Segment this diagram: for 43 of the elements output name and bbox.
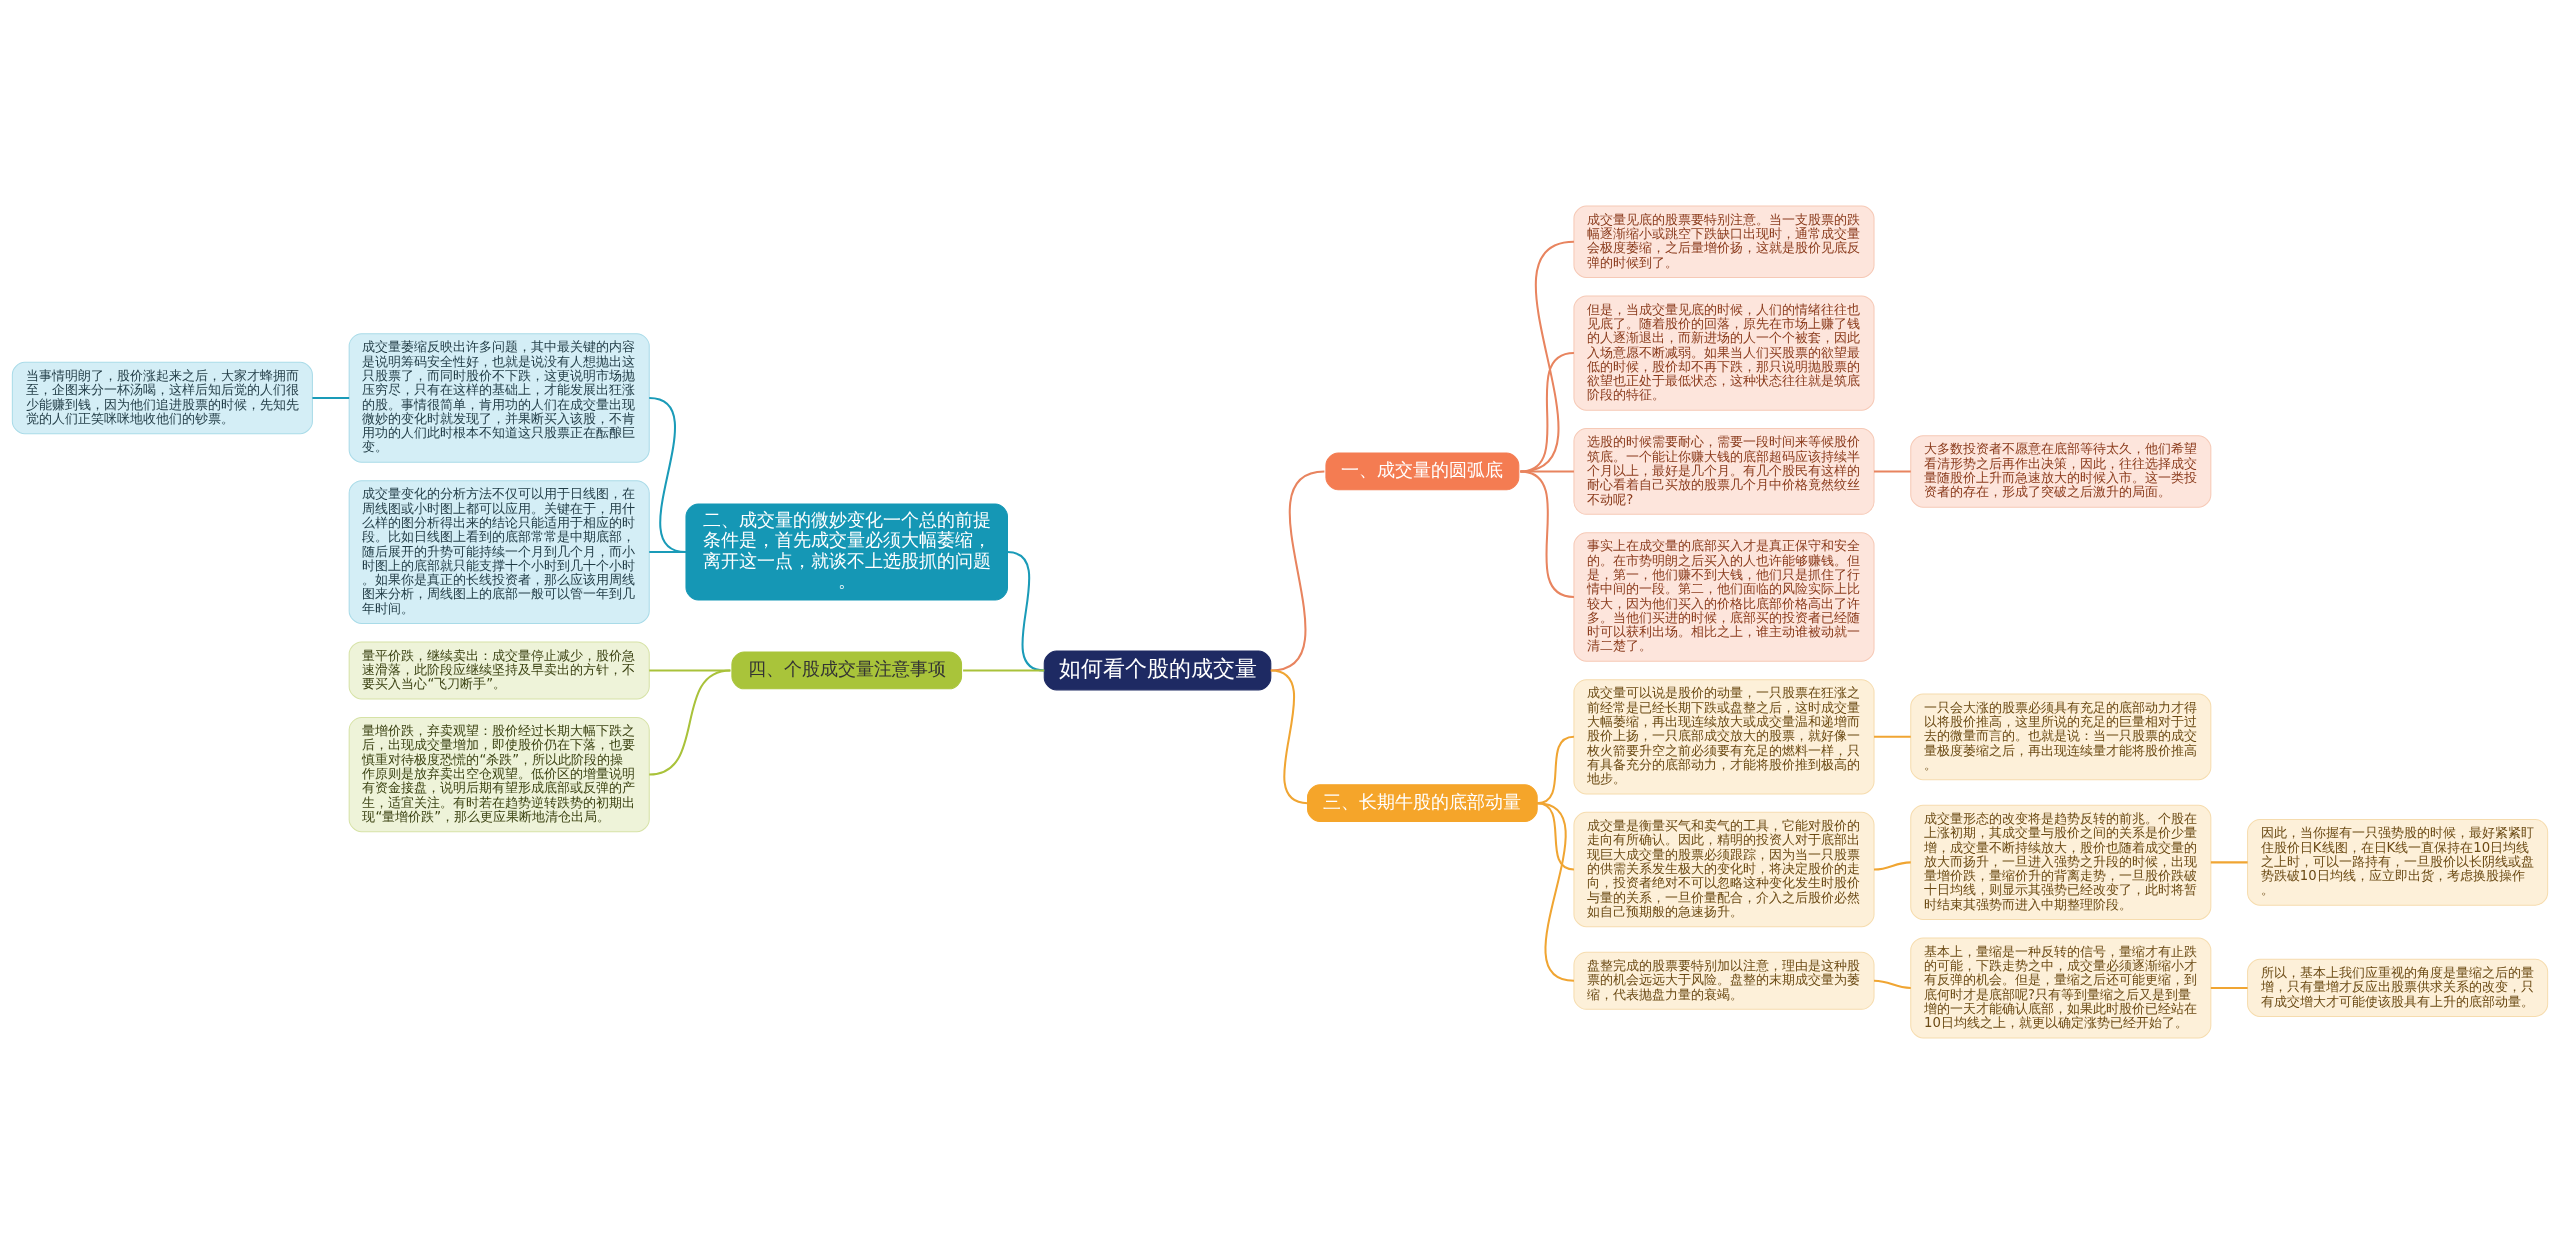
connector xyxy=(1537,801,1575,870)
node-box: 基本上，量缩是一种反转的信号，量缩才有止跌的可能，下跌走势之中，成交量必须逐渐缩小才有反弹的机会。但是，量缩之后还可能更缩，到底何时才是底部呢?只有等到量缩之后又是到量增的一天才能确认底部，如果此时股价已经站在10日均线之上，就更以确定涨势已经开始了。 xyxy=(1910,936,2212,1038)
connector xyxy=(1874,469,1911,472)
connector xyxy=(1874,735,1911,738)
connector xyxy=(649,396,687,553)
connector xyxy=(1537,801,1575,982)
node-box: 量增价跌，弃卖观望：股价经过长期大幅下跌之后，出现成交量增加，即使股价仍在下落，也要慎重对待极度恐慌的“杀跌”，所以此阶段的操作原则是放弃卖出空仓观望。低价区的增量说明有资金接盘，说明后期有望形成底部或反弹的产生，适宜关注。有时若在趋势逆转跌势的初期出现“量增价跌”，那么更应果断地清仓出局。 xyxy=(348,716,650,832)
connector xyxy=(649,668,731,776)
node-box: 成交量可以说是股价的动量，一只股票在狂涨之前经常是已经长期下跌或盘整之后，这时成交量大幅萎缩，再出现连续放大或成交量温和递增而股价上扬，一只底部成交放大的股票，就好像一枚火箭要升空之前必须要有充足的燃料一样，只有具备充分的底部动力，才能将股价推到极高的地步。 xyxy=(1573,678,1875,794)
node-box: 选股的时候需要耐心，需要一段时间来等候股价筑底。一个能让你赚大钱的底部超码应该持续半个月以上，最好是几个月。有几个股民有这样的耐心看着自己买放的股票几个月中价格竟然纹丝不动呢? xyxy=(1573,427,1875,515)
connector xyxy=(1520,240,1575,472)
node-box: 当事情明朗了，股价涨起来之后，大家才蜂拥而至，企图来分一杯汤喝，这样后知后觉的人们很少能赚到钱，因为他们追进股票的时候，先知先觉的人们正笑咪咪地收他们的钞票。 xyxy=(11,361,313,434)
connector xyxy=(2210,860,2248,863)
node-box: 一只会大涨的股票必须具有充足的底部动力才得以将股价推高，这里所说的充足的巨量相对于过去的微量而言的。也就是说：当一只股票的成交量极度萎缩之后，再出现连续量才能将股价推高。 xyxy=(1910,692,2212,780)
connector xyxy=(1520,469,1574,472)
node-box: 盘整完成的股票要特别加以注意，理由是这种股票的机会远远大于风险。盘整的末期成交量为萎缩，代表抛盘力量的衰竭。 xyxy=(1573,951,1875,1010)
node-box: 三、长期牛股的底部动量 xyxy=(1307,783,1538,822)
node-box: 如何看个股的成交量 xyxy=(1043,650,1272,690)
node-box: 四、个股成交量注意事项 xyxy=(731,651,963,689)
node-box: 量平价跌，继续卖出：成交量停止减少，股价急速滑落，此阶段应继续坚持及早卖出的方针，不要买入当心“飞刀断手”。 xyxy=(348,640,650,700)
node-box: 大多数投资者不愿意在底部等待太久，他们希望看清形势之后再作出决策，因此，往往选择成交量随股价上升而急速放大的时候入市。这一类投资者的存在，形成了突破之后激升的局面。 xyxy=(1910,434,2212,508)
connector xyxy=(1270,469,1325,671)
node-box: 但是，当成交量见底的时候，人们的情绪往往也见底了。随着股价的回落，原先在市场上赚了钱的人逐渐退出，而新进场的人一个个被套，因此入场意愿不断减弱。如果当人们买股票的欲望最低的时候，股价却不再下跌，那只说明抛股票的欲望也正处于最低状态，这种状态往往就是筑底阶段的特征。 xyxy=(1573,294,1875,411)
node-box: 成交量变化的分析方法不仅可以用于日线图，在周线图或小时图上都可以应用。关键在于，用什么样的图分析得出来的结论只能适用于相应的时段。比如日线图上看到的底部常常是中期底部，随后展开的升势可能持续一个月到几个月，而小时图上的底部就只能支撑十个小时到几十个小时。如果你是真正的长线投资者，那么应该用周线图来分析，周线图上的底部一般可以管一年到几年时间。 xyxy=(348,479,650,624)
node-box: 所以，基本上我们应重视的角度是量缩之后的量增，只有量增才反应出股票供求关系的改变，只有成交增大才可能使该股具有上升的底部动量。 xyxy=(2247,958,2549,1017)
connector xyxy=(1874,979,1911,989)
connector xyxy=(2210,986,2248,989)
connector xyxy=(649,668,731,671)
connector xyxy=(963,668,1045,671)
node-box: 成交量是衡量买气和卖气的工具，它能对股价的走向有所确认。因此，精明的投资人对于底部出现巨大成交量的股票必须跟踪，因为当一只股票的供需关系发生极大的变化时，将决定股价的走向，投资者绝对不可以忽略这种变化发生时股价与量的关系，一旦价量配合，介入之后股价必然如自己预期般的急速扬升。 xyxy=(1573,811,1875,927)
node-box: 成交量见底的股票要特别注意。当一支股票的跌幅逐渐缩小或跳空下跌缺口出现时，通常成交量会极度萎缩，之后量增价扬，这就是股价见底反弹的时候到了。 xyxy=(1573,205,1875,278)
connector xyxy=(1520,469,1575,598)
node-box: 成交量萎缩反映出许多问题，其中最关键的内容是说明筹码安全性好，也就是说没有人想抛出这只股票了，而同时股价不下跌，这更说明市场抛压穷尽，只有在这样的基础上，才能发展出狂涨的股。事情很简单，肯用功的人们在成交量出现微妙的变化时就发现了，并果断买入该股，不肯用功的人们此时根本不知道这只股票正在酝酿巨变。 xyxy=(348,332,650,463)
node-box: 成交量形态的改变将是趋势反转的前兆。个股在上涨初期，其成交量与股价之间的关系是价少量增，成交量不断持续放大，股价也随着成交量的放大而扬升，一旦进入强势之升段的时候，出现量增价跌，量缩价升的背离走势，一旦股价跌破十日均线，则显示其强势已经改变了，此时将暂时结束其强势而进入中期整理阶段。 xyxy=(1910,804,2212,920)
connector xyxy=(1520,351,1575,472)
connector xyxy=(649,550,686,553)
connector xyxy=(1874,860,1911,871)
connector xyxy=(1270,669,1308,804)
node-box: 一、成交量的圆弧底 xyxy=(1325,452,1520,490)
connector xyxy=(312,396,350,399)
node-box: 事实上在成交量的底部买入才是真正保守和安全的。在市势明朗之后买入的人也许能够赚钱。但是，第一，他们赚不到大钱，他们只是抓住了行情中间的一段。第二，他们面临的风险实际上比较大，因为他们买入的价格比底部价格高出了许多。当他们买进的时候，底部买的投资者已经随时可以获利出场。相比之上，谁主动谁被动就一清二楚了。 xyxy=(1573,531,1875,662)
node-box: 因此，当你握有一只强势股的时候，最好紧紧盯住股价日K线图，在日K线一直保持在10日均线之上时，可以一路持有，一旦股价以长阴线或盘势跌破10日均线，应立即出货，考虑换股操作。 xyxy=(2247,818,2549,906)
node-box: 二、成交量的微妙变化一个总的前提条件是，首先成交量必须大幅萎缩，离开这一点，就谈不上选股抓的问题。 xyxy=(685,503,1008,601)
